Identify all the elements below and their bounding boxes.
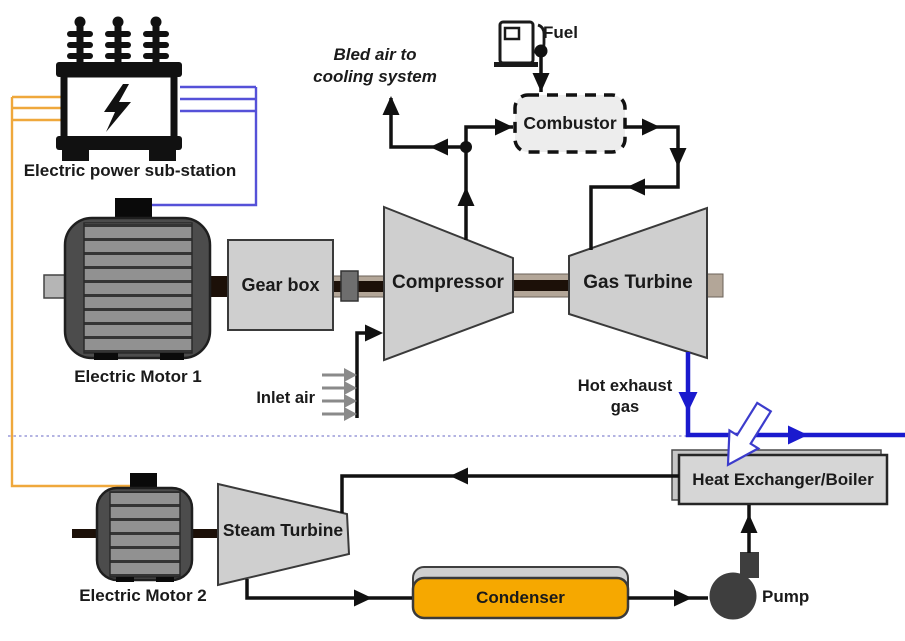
hot-exhaust-label: Hot exhaust gas (563, 376, 687, 418)
gas-turbine-shape (568, 206, 708, 360)
junction-dot (460, 141, 472, 153)
shaft-coupling (340, 270, 359, 302)
motor1-label: Electric Motor 1 (74, 367, 202, 386)
inlet-air-label: Inlet air (256, 389, 315, 407)
heat-flow-block-arrow-icon (726, 401, 773, 467)
combustor-box (513, 93, 627, 154)
electric-motor-1-icon (63, 198, 212, 360)
orange-power-wires (10, 95, 130, 488)
pump-label: Pump (762, 587, 810, 606)
heat-exchanger-box (671, 449, 889, 506)
condenser-box (411, 566, 630, 620)
lightning-bolt-icon (104, 84, 131, 132)
fuel-label: Fuel (543, 23, 578, 42)
blue-power-wires (152, 85, 258, 207)
gearbox-label: Gear box (241, 274, 320, 295)
motor2-label: Electric Motor 2 (79, 586, 207, 605)
steam-turbine-shape (217, 482, 351, 587)
condenser-label: Condenser (476, 588, 565, 607)
hot-exhaust-line2: gas (610, 398, 640, 416)
bled-air-label: Bled air to cooling system (291, 44, 459, 88)
combustor-label: Combustor (523, 113, 617, 133)
bled-air-line2: cooling system (313, 67, 437, 86)
exhaust-gas-line (678, 352, 905, 445)
substation-transformer-icon (56, 16, 182, 161)
fuel-pump-icon (494, 20, 546, 67)
bled-air-line1: Bled air to (333, 45, 417, 64)
compressor-label: Compressor (392, 272, 504, 293)
gearbox-box (227, 239, 334, 331)
gas-turbine-label: Gas Turbine (583, 272, 693, 293)
pump-icon (709, 552, 759, 620)
compressor-shape (383, 205, 514, 362)
fuel-dot (534, 44, 548, 58)
substation-label: Electric power sub-station (23, 161, 237, 180)
heat-exchanger-label: Heat Exchanger/Boiler (692, 469, 874, 489)
shaft-train (43, 270, 724, 538)
bushing-icons (67, 16, 169, 66)
hot-exhaust-line1: Hot exhaust (577, 377, 673, 395)
steam-turbine-label: Steam Turbine (222, 520, 344, 540)
electric-motor-2-icon (95, 473, 194, 582)
flow-arrowheads (354, 44, 758, 607)
inlet-air-arrows (322, 368, 357, 421)
